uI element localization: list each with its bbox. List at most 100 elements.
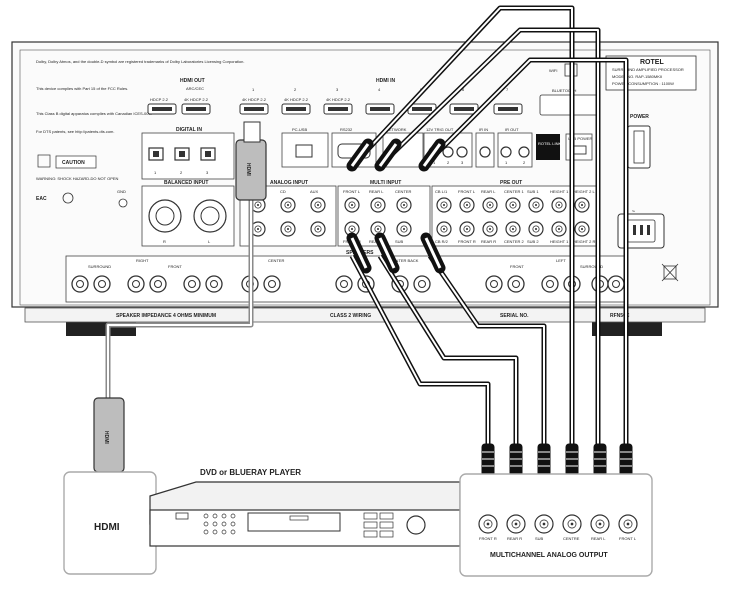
pre-out-bottom-jack-4[interactable]	[505, 221, 521, 237]
pre-out-bottom-jack-6[interactable]	[551, 221, 567, 237]
hdmi-in-port-2[interactable]	[281, 103, 311, 115]
multi-input-top-jack-1[interactable]	[344, 197, 360, 213]
rotel-link-label: ROTEL LINK	[538, 141, 562, 146]
power-switch[interactable]: POWER	[627, 114, 651, 169]
optical-in-1[interactable]	[148, 147, 164, 161]
player-button[interactable]	[212, 513, 218, 519]
pre-out-top-jack-6[interactable]	[551, 197, 567, 213]
receiver-back-panel: Dolby, Dolby Atmos, and the double-D sym…	[11, 41, 719, 336]
trigger-out-2[interactable]	[442, 146, 454, 158]
speaker-binding-post-9[interactable]	[335, 275, 353, 293]
analog-output-jack-2[interactable]	[506, 514, 526, 534]
optical-in-3[interactable]	[200, 147, 216, 161]
player-key[interactable]	[379, 530, 394, 538]
speaker-binding-post-13[interactable]	[485, 275, 503, 293]
pre-out-bottom-label: SUB 2	[527, 239, 539, 244]
legal-text-block: Dolby, Dolby Atmos, and the double-D sym…	[36, 59, 244, 134]
analog-input-r-jack-1[interactable]	[250, 221, 266, 237]
analog-input-r-jack-2[interactable]	[280, 221, 296, 237]
speaker-binding-post-18[interactable]	[607, 275, 625, 293]
pre-out-bottom-jack-3[interactable]	[482, 221, 498, 237]
ir-out-1[interactable]	[500, 146, 512, 158]
speaker-binding-post-2[interactable]	[93, 275, 111, 293]
player-button[interactable]	[230, 513, 236, 519]
speaker-binding-post-3[interactable]	[127, 275, 145, 293]
ground-terminal[interactable]: GND	[117, 189, 128, 208]
analog-output-jack-4[interactable]	[562, 514, 582, 534]
hdmi-in-port-1[interactable]	[239, 103, 269, 115]
analog-output-jack-5[interactable]	[590, 514, 610, 534]
analog-output-jack-6[interactable]	[618, 514, 638, 534]
player-key[interactable]	[379, 512, 394, 520]
multi-input-top-jack-3[interactable]	[396, 197, 412, 213]
digital-in-number: 1	[154, 170, 157, 175]
player-key[interactable]	[379, 521, 394, 529]
pre-out-label: PRE OUT	[500, 180, 522, 186]
player-key[interactable]	[363, 530, 378, 538]
player-button[interactable]	[212, 521, 218, 527]
multi-input-bottom-jack-3[interactable]	[396, 221, 412, 237]
pc-usb-port[interactable]	[295, 144, 313, 158]
ir-out-2[interactable]	[518, 146, 530, 158]
player-button[interactable]	[230, 529, 236, 535]
rotel-link-port[interactable]	[536, 134, 560, 160]
pre-out-top-jack-2[interactable]	[459, 197, 475, 213]
cable-group	[105, 5, 633, 487]
usb-power-label: USB POWER	[568, 136, 593, 141]
hdmi-in-port-label: 4K HDCP 2.2	[284, 97, 309, 102]
hdmi-in-number: 3	[336, 87, 339, 92]
speaker-binding-post-14[interactable]	[507, 275, 525, 293]
speaker-binding-post-8[interactable]	[263, 275, 281, 293]
player-button[interactable]	[203, 529, 209, 535]
player-key[interactable]	[363, 512, 378, 520]
speaker-binding-post-15[interactable]	[541, 275, 559, 293]
source-area: HDMI DVD or BLUERAY PLAYER MULTICHANNEL …	[63, 468, 653, 577]
analog-input-l-jack-2[interactable]	[280, 197, 296, 213]
multi-input-top-jack-2[interactable]	[370, 197, 386, 213]
player-button[interactable]	[203, 513, 209, 519]
pre-out-top-jack-7[interactable]	[574, 197, 590, 213]
hdmi-in-port-4[interactable]	[365, 103, 395, 115]
pre-out-bottom-jack-1[interactable]	[436, 221, 452, 237]
pre-out-bottom-jack-7[interactable]	[574, 221, 590, 237]
speaker-binding-post-5[interactable]	[183, 275, 201, 293]
hdmi-in-port-6[interactable]	[449, 103, 479, 115]
multi-input-top-label: REAR L	[369, 189, 384, 194]
chassis-inner-outline	[19, 49, 711, 306]
gnd-label: GND	[117, 189, 126, 194]
hdmi-out-port-2[interactable]	[181, 103, 211, 115]
analog-output-jack-1[interactable]	[478, 514, 498, 534]
player-button[interactable]	[230, 521, 236, 527]
analog-input-l-jack-3[interactable]	[310, 197, 326, 213]
optical-in-2[interactable]	[174, 147, 190, 161]
speaker-binding-post-1[interactable]	[71, 275, 89, 293]
hdmi-plug-label-top: HDMI	[245, 163, 251, 176]
player-knob[interactable]	[406, 515, 426, 535]
speaker-binding-post-12[interactable]	[413, 275, 431, 293]
pre-out-bottom-jack-2[interactable]	[459, 221, 475, 237]
speaker-binding-post-4[interactable]	[149, 275, 167, 293]
player-button[interactable]	[212, 529, 218, 535]
pre-out-top-jack-1[interactable]	[436, 197, 452, 213]
pre-out-top-jack-3[interactable]	[482, 197, 498, 213]
ir-in-jack[interactable]	[479, 146, 491, 158]
speaker-binding-post-6[interactable]	[205, 275, 223, 293]
analog-input-r-jack-3[interactable]	[310, 221, 326, 237]
hdmi-in-port-3[interactable]	[323, 103, 353, 115]
player-button[interactable]	[203, 521, 209, 527]
trigger-out-3[interactable]	[456, 146, 468, 158]
player-power-button[interactable]	[175, 512, 189, 520]
player-key[interactable]	[363, 521, 378, 529]
pre-out-top-jack-5[interactable]	[528, 197, 544, 213]
analog-output-jack-3[interactable]	[534, 514, 554, 534]
multi-input-bottom-jack-2[interactable]	[370, 221, 386, 237]
player-button[interactable]	[221, 521, 227, 527]
disc-tray[interactable]	[247, 512, 341, 532]
pre-out-top-jack-4[interactable]	[505, 197, 521, 213]
player-button[interactable]	[221, 513, 227, 519]
player-button[interactable]	[221, 529, 227, 535]
pre-out-bottom-jack-5[interactable]	[528, 221, 544, 237]
hdmi-in-port-7[interactable]	[493, 103, 523, 115]
ac-power-inlet[interactable]: ~	[617, 209, 665, 249]
hdmi-out-port-1[interactable]	[147, 103, 177, 115]
